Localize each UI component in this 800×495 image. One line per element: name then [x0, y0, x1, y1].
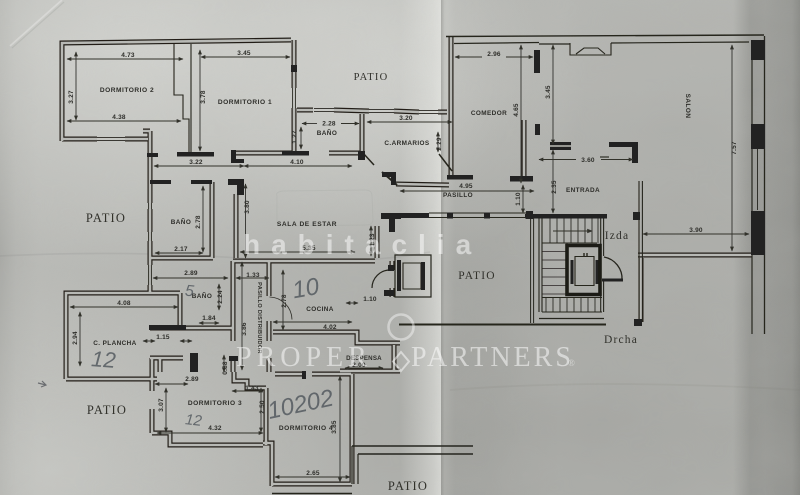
svg-text:2.24: 2.24: [217, 290, 224, 304]
svg-text:3.85: 3.85: [331, 420, 338, 434]
svg-text:BAÑO: BAÑO: [192, 291, 212, 300]
svg-text:10: 10: [290, 273, 322, 304]
svg-text:3.07: 3.07: [158, 398, 165, 412]
svg-text:1.43: 1.43: [245, 385, 259, 392]
svg-text:2.89: 2.89: [185, 376, 199, 383]
svg-text:3.60: 3.60: [581, 157, 595, 164]
svg-text:1.23: 1.23: [369, 233, 376, 247]
svg-text:12: 12: [90, 346, 116, 373]
svg-text:5: 5: [184, 283, 194, 301]
svg-text:4.10: 4.10: [290, 159, 304, 166]
svg-text:DORMITORIO 2: DORMITORIO 2: [100, 87, 154, 94]
svg-text:BAÑO: BAÑO: [171, 217, 191, 226]
svg-text:DORMITORIO 1: DORMITORIO 1: [218, 99, 272, 106]
svg-text:3.80: 3.80: [244, 200, 251, 214]
svg-text:2.35: 2.35: [551, 180, 558, 194]
svg-text:PATIO: PATIO: [354, 72, 389, 83]
svg-text:C. PLANCHA: C. PLANCHA: [93, 340, 136, 347]
svg-text:4.95: 4.95: [459, 183, 473, 190]
svg-text:2.17: 2.17: [174, 246, 188, 253]
svg-text:2.96: 2.96: [487, 51, 501, 58]
svg-text:1.15: 1.15: [156, 334, 170, 341]
svg-text:7.57: 7.57: [731, 141, 738, 155]
svg-text:2.78: 2.78: [195, 215, 202, 229]
svg-text:1.33: 1.33: [246, 272, 260, 279]
svg-text:3.90: 3.90: [689, 227, 703, 234]
svg-text:®: ®: [568, 358, 575, 368]
svg-text:habitaclia: habitaclia: [243, 229, 482, 260]
svg-text:2.65: 2.65: [306, 470, 320, 477]
svg-text:3.20: 3.20: [399, 115, 413, 122]
svg-text:PATIO: PATIO: [458, 270, 496, 282]
svg-text:1.27: 1.27: [292, 130, 299, 144]
svg-text:DORMITORIO 4: DORMITORIO 4: [279, 425, 333, 432]
svg-text:Izda: Izda: [605, 230, 630, 242]
svg-text:COCINA: COCINA: [306, 306, 334, 313]
svg-text:4.38: 4.38: [112, 114, 126, 121]
svg-text:3.86: 3.86: [241, 322, 248, 336]
svg-text:PASILLO: PASILLO: [443, 192, 473, 199]
svg-text:PATIO: PATIO: [86, 211, 126, 225]
svg-text:3.22: 3.22: [189, 159, 203, 166]
svg-text:2.89: 2.89: [184, 270, 198, 277]
svg-text:3.27: 3.27: [68, 90, 75, 104]
svg-text:2.78: 2.78: [281, 294, 288, 308]
svg-text:2.94: 2.94: [72, 331, 79, 345]
svg-text:DORMITORIO 3: DORMITORIO 3: [188, 400, 242, 407]
svg-text:PARTNERS: PARTNERS: [411, 342, 574, 373]
svg-text:1.10: 1.10: [363, 296, 377, 303]
svg-text:4.08: 4.08: [117, 300, 131, 307]
svg-text:2.28: 2.28: [322, 121, 336, 128]
svg-text:2.00: 2.00: [352, 362, 366, 369]
svg-text:3.45: 3.45: [237, 50, 251, 57]
svg-text:PATIO: PATIO: [388, 479, 428, 493]
svg-text:SALA DE ESTAR: SALA DE ESTAR: [277, 221, 337, 228]
svg-text:4.65: 4.65: [513, 103, 520, 117]
svg-text:Drcha: Drcha: [604, 334, 638, 346]
svg-text:PATIO: PATIO: [87, 403, 127, 417]
svg-text:BAÑO: BAÑO: [317, 128, 337, 137]
svg-text:1.84: 1.84: [202, 315, 216, 322]
svg-text:4.02: 4.02: [323, 324, 337, 331]
svg-text:DESPENSA: DESPENSA: [346, 355, 382, 362]
svg-text:0.88: 0.88: [222, 361, 229, 375]
svg-text:4.73: 4.73: [121, 52, 135, 59]
svg-text:2.50: 2.50: [259, 400, 266, 414]
svg-text:SALON: SALON: [684, 94, 691, 119]
svg-text:3.78: 3.78: [200, 90, 207, 104]
svg-text:1.10: 1.10: [515, 192, 522, 206]
svg-text:COMEDOR: COMEDOR: [471, 110, 507, 117]
svg-text:12: 12: [184, 411, 203, 430]
svg-text:4.32: 4.32: [208, 425, 222, 432]
svg-text:PROPER: PROPER: [236, 342, 372, 373]
svg-text:PASILLO DISTRIBUIDOR: PASILLO DISTRIBUIDOR: [256, 282, 262, 354]
svg-text:C.ARMARIOS: C.ARMARIOS: [384, 140, 430, 147]
svg-text:3.45: 3.45: [545, 85, 552, 99]
svg-text:2.29: 2.29: [436, 137, 443, 151]
svg-text:ENTRADA: ENTRADA: [566, 187, 600, 194]
svg-text:5.35: 5.35: [302, 245, 316, 252]
